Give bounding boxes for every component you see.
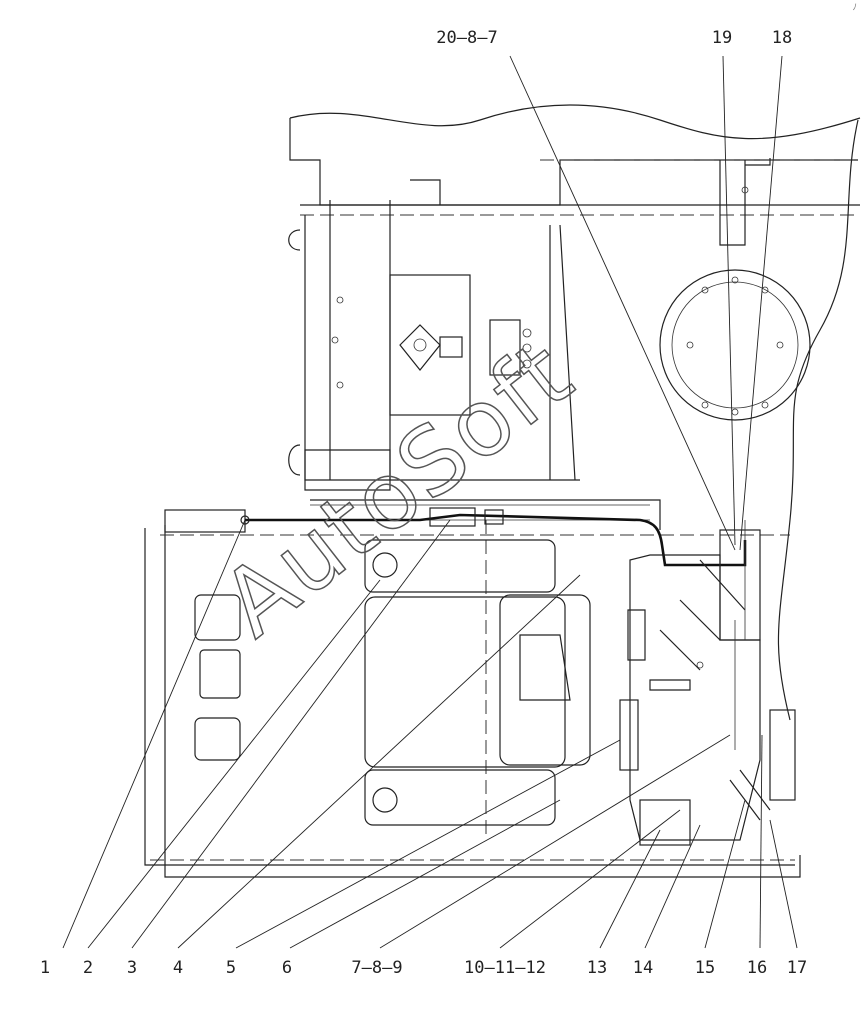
operator-seat [364,539,591,826]
corner-mark: ﾉ [852,3,857,13]
callout-bottom-15: 15 [694,958,716,978]
callout-bottom-3: 3 [126,958,138,978]
callout-bottom-17: 17 [786,958,808,978]
callout-bottom-13: 13 [586,958,608,978]
break-line-right [777,119,859,721]
callout-bottom-7-8-9: 7—8—9 [351,958,403,978]
upper-frame [288,104,861,491]
watermark: AutoSoft [202,319,593,658]
callout-bottom-4: 4 [172,958,184,978]
callout-bottom-2: 2 [82,958,94,978]
callout-bottom-10-11-12: 10—11—12 [464,958,546,978]
callout-bottom-16: 16 [746,958,768,978]
leader-lines [62,55,798,949]
flange [659,269,811,421]
callout-bottom-5: 5 [225,958,237,978]
callout-bottom-14: 14 [632,958,654,978]
callout-bottom-6: 6 [281,958,293,978]
electrical-box [619,520,796,846]
wire-harness [240,499,747,567]
watermark-text: AutoSoft [203,320,593,657]
callout-top-18: 18 [771,28,793,48]
callout-bottom-1: 1 [39,958,51,978]
callout-top-19: 19 [711,28,733,48]
callout-top-20-8-7: 20—8—7 [436,28,498,48]
cab-platform [144,509,801,878]
